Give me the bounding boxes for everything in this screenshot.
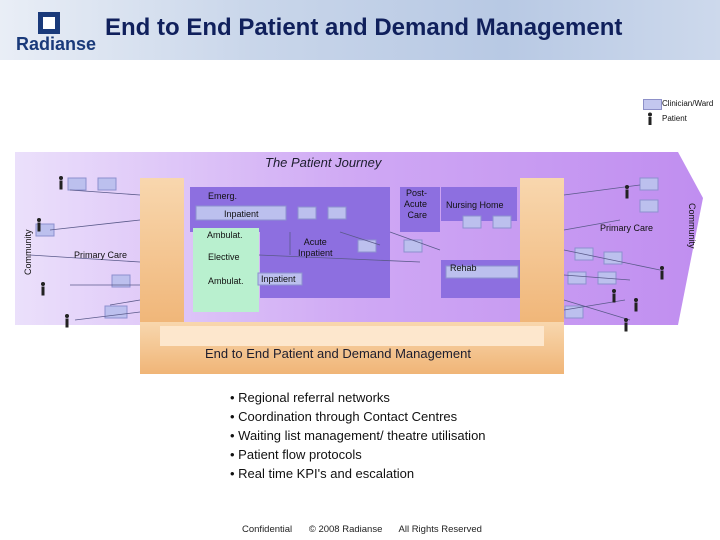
post-acute-block <box>400 187 440 232</box>
emerg-label: Emerg. <box>208 191 238 201</box>
ambulat-bottom-label: Ambulat. <box>208 276 244 286</box>
inpatient-top-label: Inpatient <box>224 209 259 219</box>
radianse-logo-icon <box>38 12 60 34</box>
ambulat-top-label: Ambulat. <box>207 230 243 240</box>
patient-icon <box>624 318 628 332</box>
patient-icon <box>625 185 629 199</box>
elective-label: Elective <box>208 252 240 262</box>
primary-care-right-label: Primary Care <box>600 223 654 233</box>
patient-icon <box>41 282 45 296</box>
rehab-label: Rehab <box>450 263 477 273</box>
community-left-label: Community <box>23 229 33 275</box>
inpatient-bottom-label: Inpatient <box>261 274 296 284</box>
legend-patient: Patient <box>662 114 687 123</box>
logo-text: Radianse <box>16 34 97 54</box>
page-title: End to End Patient and Demand Management <box>105 14 623 41</box>
journey-label: The Patient Journey <box>265 155 382 170</box>
legend-clinician-ward: Clinician/Ward <box>662 99 714 108</box>
patient-icon <box>634 298 638 312</box>
patient-icon <box>59 176 63 190</box>
patient-icon <box>65 314 69 328</box>
nursing-home-block <box>441 187 517 221</box>
platform-label: End to End Patient and Demand Management <box>205 346 471 361</box>
footer-confidential: Confidential <box>242 524 293 535</box>
bullet-list: • Regional referral networks • Coordinat… <box>230 388 486 483</box>
acute-inpatient-label: Acute Inpatient <box>298 237 333 258</box>
post-acute-label: Post- Acute Care <box>404 188 428 220</box>
legend-person-icon <box>648 112 652 125</box>
platform-right-pillar <box>520 178 564 328</box>
header-banner <box>0 0 720 60</box>
patient-icon <box>612 289 616 303</box>
ambulatory-block <box>193 228 259 312</box>
platform-left-pillar <box>140 178 184 328</box>
footer-rights: All Rights Reserved <box>398 524 482 535</box>
footer: Confidential © 2008 Radianse All Rights … <box>242 524 496 535</box>
platform-inner <box>160 326 544 346</box>
footer-copyright: © 2008 Radianse <box>308 524 383 535</box>
bullet-item: • Waiting list management/ theatre utili… <box>230 428 486 443</box>
bullet-item: • Real time KPI's and escalation <box>230 466 415 481</box>
bullet-item: • Coordination through Contact Centres <box>230 409 458 424</box>
community-right-label: Community <box>687 203 697 249</box>
bullet-item: • Regional referral networks <box>230 390 390 405</box>
nursing-home-label: Nursing Home <box>446 200 504 210</box>
patient-icon <box>660 266 664 280</box>
legend-box-icon <box>643 99 662 110</box>
patient-icon <box>37 218 41 232</box>
primary-care-left-label: Primary Care <box>74 250 128 260</box>
bullet-item: • Patient flow protocols <box>230 447 362 462</box>
